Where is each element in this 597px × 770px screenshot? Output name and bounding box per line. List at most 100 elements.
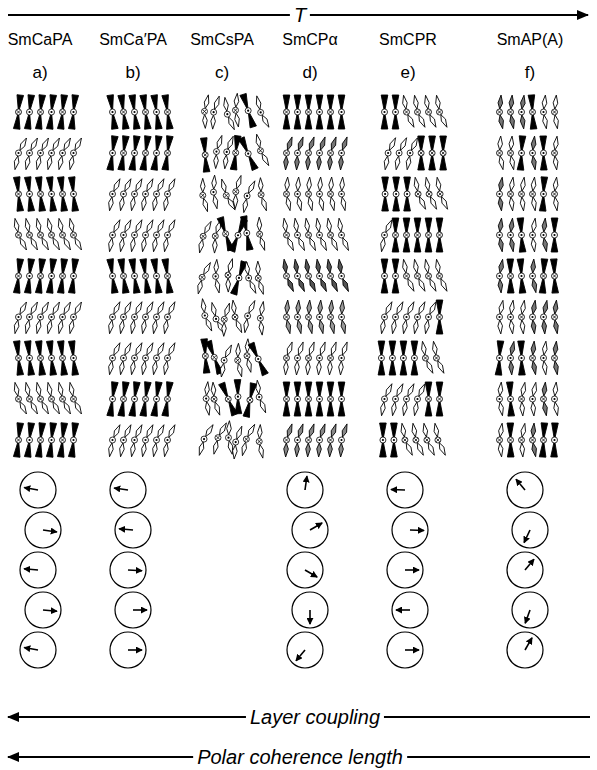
polar-dot — [50, 316, 52, 318]
polar-symbol — [382, 191, 388, 197]
label-holder: e) — [396, 63, 419, 83]
polar-dot — [246, 232, 248, 234]
polar-dot — [296, 152, 298, 154]
molecule-wing — [250, 383, 257, 398]
molecule-wing — [20, 402, 27, 414]
bent-core-molecule — [142, 343, 153, 375]
bent-core-molecule — [25, 382, 37, 414]
molecule-wing — [238, 137, 247, 151]
molecule-wing — [42, 402, 49, 414]
polarization-arrow — [24, 569, 38, 570]
bent-core-molecule — [423, 423, 434, 455]
molecule-wing — [436, 95, 441, 109]
molecule-wing — [283, 259, 288, 273]
polar-symbol — [71, 314, 77, 320]
molecule-wing — [318, 177, 323, 191]
bent-core-molecule — [389, 341, 396, 375]
polar-symbol — [132, 355, 138, 361]
molecule-wing — [134, 279, 141, 293]
polar-symbol — [201, 436, 207, 442]
molecule-wing — [428, 443, 434, 456]
polar-symbol — [404, 396, 410, 402]
polar-symbol — [413, 437, 419, 443]
molecule-wing — [72, 259, 79, 273]
polar-dot — [122, 316, 124, 318]
circle-outline — [287, 472, 323, 508]
polar-dot — [237, 396, 239, 398]
polar-dot — [384, 193, 386, 195]
molecule-wing — [305, 95, 312, 109]
molecule-wing — [297, 197, 301, 211]
molecule-wing — [330, 197, 334, 211]
molecule-wing — [542, 320, 547, 334]
molecule-wing — [205, 221, 212, 233]
bent-core-molecule — [539, 423, 547, 457]
polar-symbol — [530, 437, 536, 443]
bent-core-molecule — [306, 342, 315, 375]
bent-core-molecule — [392, 259, 399, 293]
polar-symbol — [71, 109, 77, 115]
polar-symbol — [60, 191, 66, 197]
bent-core-molecule — [283, 259, 294, 291]
polar-symbol — [497, 437, 503, 443]
molecule-wing — [499, 238, 504, 252]
polar-symbol — [541, 232, 547, 238]
molecule-wing — [294, 95, 301, 109]
molecule-wing — [551, 443, 558, 457]
molecule-wing — [262, 115, 269, 127]
molecule-wing — [240, 216, 246, 230]
polar-cross — [509, 151, 513, 155]
bent-core-molecule — [140, 136, 151, 171]
molecule-wing — [498, 95, 503, 109]
molecule-wing — [429, 136, 436, 150]
polar-cross — [234, 151, 238, 155]
bent-core-molecule — [403, 384, 414, 416]
polar-symbol — [257, 315, 263, 321]
molecule-wing — [317, 443, 322, 457]
bent-core-molecule — [551, 423, 559, 457]
polar-cross — [285, 274, 289, 278]
bent-core-molecule — [414, 302, 425, 334]
polar-symbol — [440, 150, 446, 156]
polar-dot — [531, 316, 533, 318]
molecule-wing — [228, 136, 233, 149]
molecule-wing — [36, 156, 41, 170]
polar-cross — [233, 315, 237, 319]
polar-cross — [329, 274, 333, 278]
molecule-wing — [340, 300, 345, 314]
molecule-wing — [295, 361, 300, 375]
polar-cross — [39, 233, 43, 237]
bent-core-molecule — [24, 423, 34, 458]
polar-symbol — [295, 273, 301, 279]
polar-symbol — [132, 396, 138, 402]
molecule-wing — [205, 382, 210, 396]
molecule-wing — [316, 382, 323, 396]
polar-symbol — [165, 396, 171, 402]
polarization-arrow — [128, 649, 142, 651]
polar-symbol — [221, 316, 227, 322]
molecule-wing — [233, 445, 238, 459]
circle-outline — [25, 512, 61, 548]
polar-symbol — [213, 316, 219, 322]
polar-dot — [542, 152, 544, 154]
polar-symbol — [508, 232, 514, 238]
bent-core-molecule — [47, 302, 59, 334]
polar-symbol — [143, 437, 149, 443]
molecule-wing — [147, 343, 153, 356]
polarization-circle — [115, 512, 151, 548]
molecule-wing — [53, 138, 60, 150]
molecule-wing — [521, 300, 526, 314]
polar-cross — [329, 356, 333, 360]
polar-cross — [416, 233, 420, 237]
polar-symbol — [541, 273, 547, 279]
bent-core-molecule — [508, 136, 515, 170]
bent-core-molecule — [35, 423, 45, 458]
molecule-wing — [499, 300, 504, 314]
bent-core-molecule — [35, 177, 45, 212]
molecule-wing — [109, 361, 114, 375]
polar-symbol — [497, 396, 503, 402]
molecule-wing — [61, 361, 68, 375]
molecule-wing — [283, 115, 290, 129]
polar-cross — [425, 438, 429, 442]
